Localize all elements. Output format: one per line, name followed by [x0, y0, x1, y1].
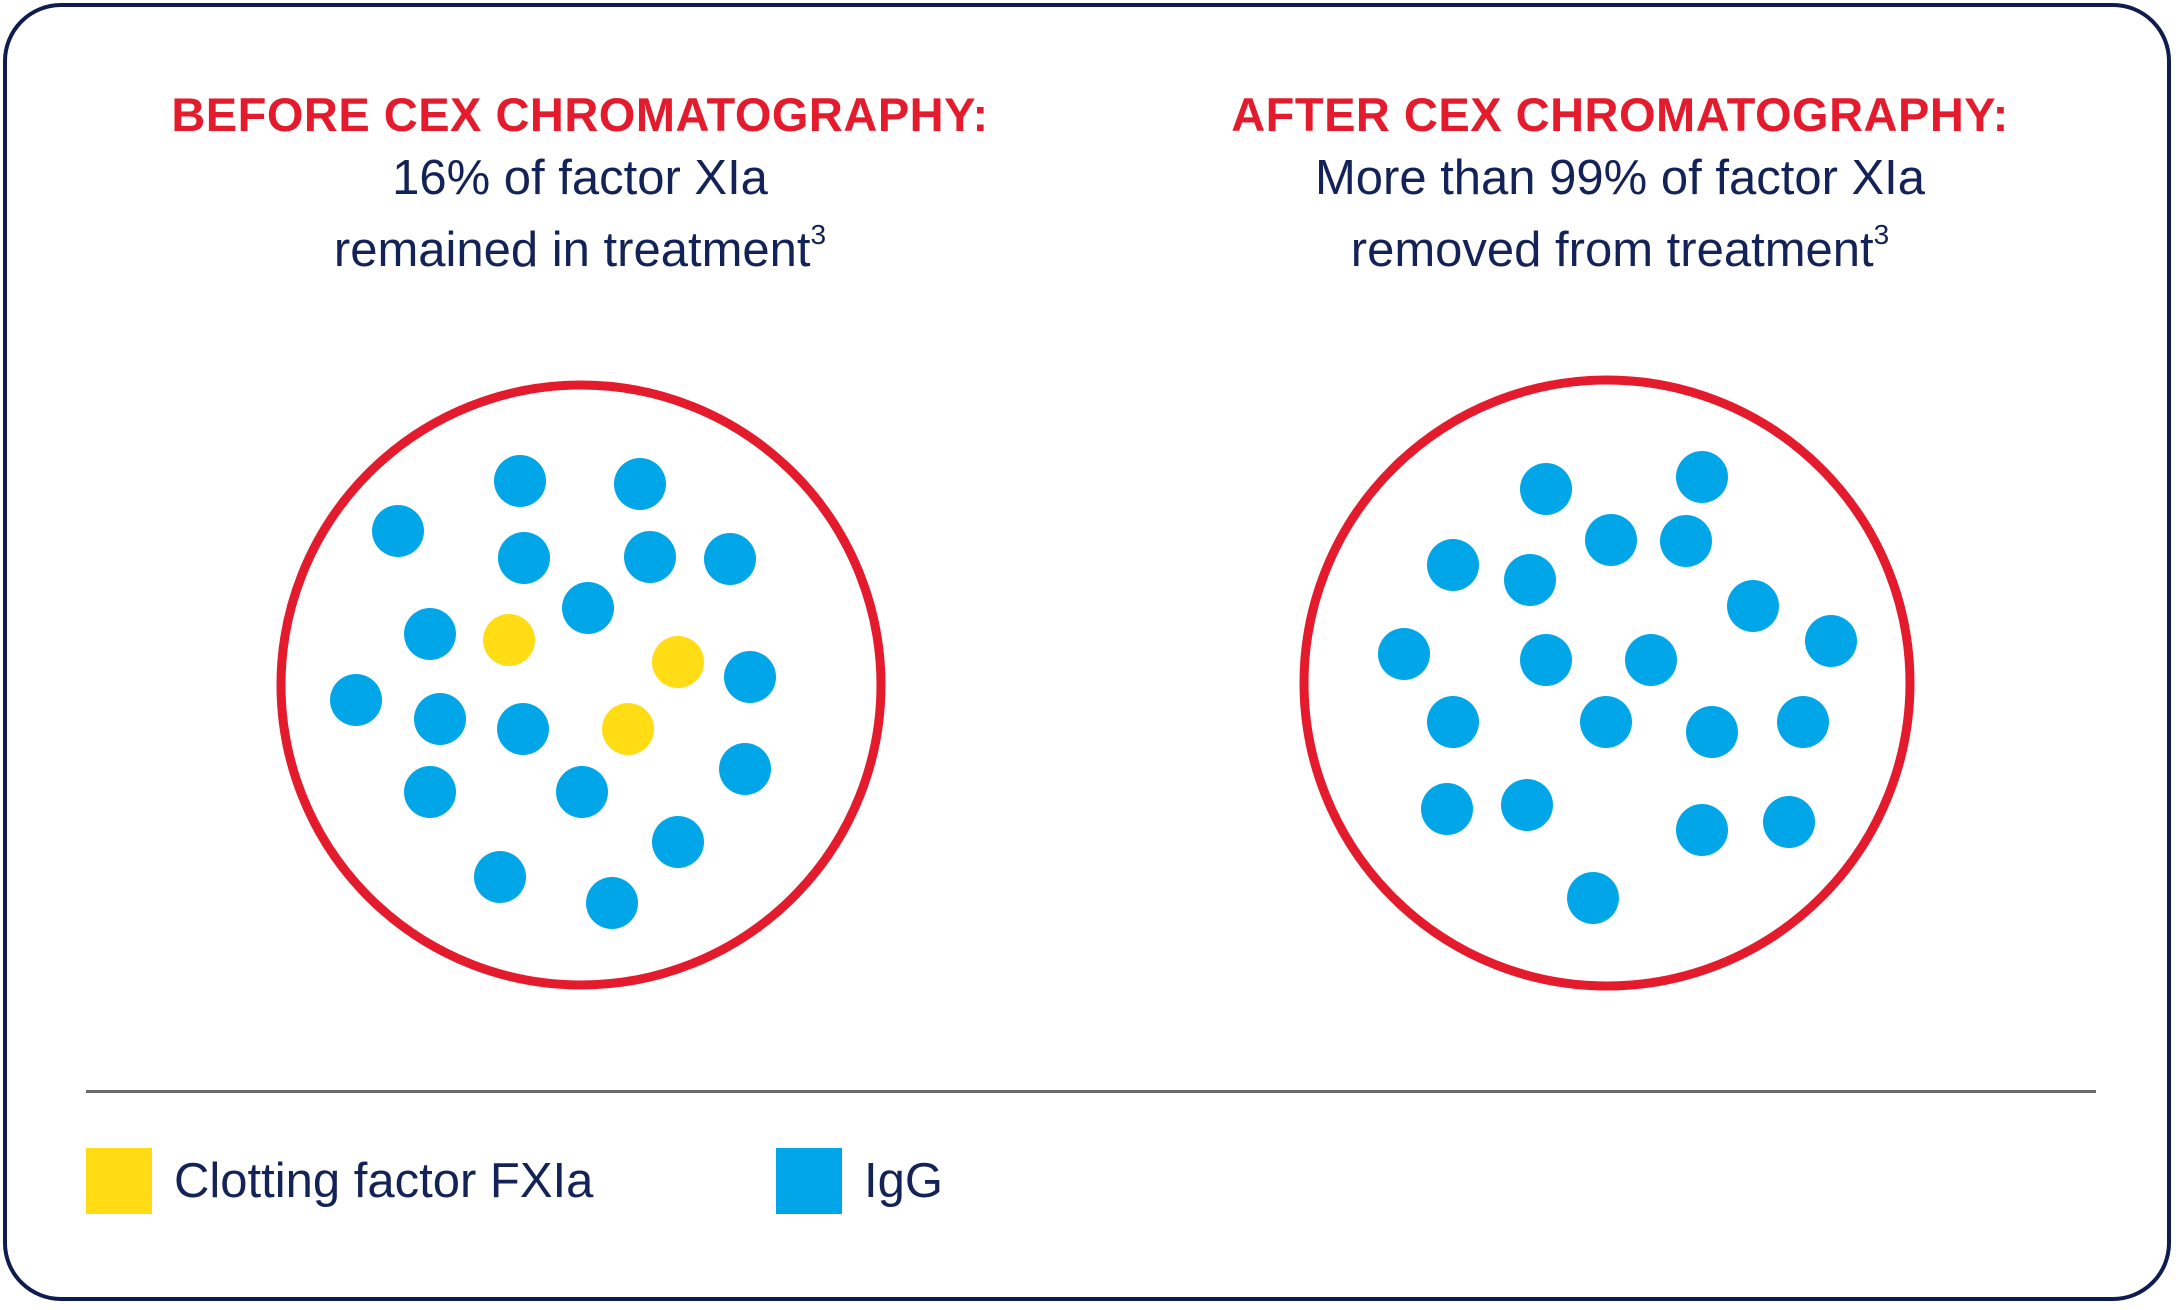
before-fxia-particle-9	[483, 614, 535, 666]
before-igg-particle-7	[562, 582, 614, 634]
after-igg-particle-2	[1676, 451, 1728, 503]
before-line-1: 16% of factor XIa	[392, 151, 768, 205]
after-sample-circle-group	[1299, 375, 1915, 991]
before-igg-particle-14	[497, 703, 549, 755]
after-igg-particle-10	[1625, 634, 1677, 686]
after-line-2: removed from treatment3	[1120, 214, 2120, 286]
igg-swatch	[776, 1148, 842, 1214]
after-igg-particle-13	[1580, 696, 1632, 748]
after-igg-particle-19	[1763, 796, 1815, 848]
before-sample-circle-group	[276, 380, 886, 990]
after-igg-particle-20	[1567, 872, 1619, 924]
fxia-swatch	[86, 1148, 152, 1214]
after-igg-particle-1	[1520, 463, 1572, 515]
after-igg-particle-8	[1378, 628, 1430, 680]
before-igg-particle-2	[614, 458, 666, 510]
before-igg-particle-20	[474, 851, 526, 903]
before-panel-header: BEFORE CEX CHROMATOGRAPHY: 16% of factor…	[80, 88, 1080, 286]
legend-divider	[86, 1090, 2096, 1093]
after-igg-particle-3	[1585, 514, 1637, 566]
after-igg-particle-17	[1501, 779, 1553, 831]
legend-item-igg: IgG	[776, 1148, 943, 1214]
before-line-2: remained in treatment3	[80, 214, 1080, 286]
before-igg-particle-13	[414, 693, 466, 745]
after-igg-particle-12	[1427, 696, 1479, 748]
before-igg-particle-1	[494, 455, 546, 507]
before-fxia-particle-15	[602, 703, 654, 755]
after-igg-particle-7	[1727, 580, 1779, 632]
before-igg-particle-17	[404, 766, 456, 818]
before-igg-particle-3	[372, 505, 424, 557]
after-heading: AFTER CEX CHROMATOGRAPHY:	[1231, 88, 2009, 141]
after-footnote-ref: 3	[1873, 219, 1890, 250]
after-igg-particle-14	[1686, 706, 1738, 758]
after-igg-particle-9	[1520, 634, 1572, 686]
after-line-1: More than 99% of factor XIa	[1314, 151, 1926, 205]
after-igg-particle-16	[1421, 783, 1473, 835]
before-igg-particle-6	[704, 533, 756, 585]
before-igg-particle-8	[404, 608, 456, 660]
before-igg-particle-11	[724, 651, 776, 703]
fxia-legend-label: Clotting factor FXIa	[174, 1154, 594, 1208]
legend-item-fxia: Clotting factor FXIa	[86, 1148, 593, 1214]
after-igg-particle-18	[1676, 804, 1728, 856]
before-igg-particle-21	[586, 877, 638, 929]
before-description: 16% of factor XIa remained in treatment3	[80, 142, 1080, 286]
after-line-2-text: removed from treatment	[1350, 223, 1874, 277]
after-description: More than 99% of factor XIa removed from…	[1120, 142, 2120, 286]
after-panel-header: AFTER CEX CHROMATOGRAPHY: More than 99% …	[1120, 88, 2120, 286]
before-igg-particle-18	[556, 766, 608, 818]
after-igg-particle-15	[1777, 696, 1829, 748]
after-igg-particle-11	[1805, 615, 1857, 667]
igg-legend-label: IgG	[864, 1154, 943, 1208]
before-footnote-ref: 3	[810, 219, 827, 250]
before-line-2-text: remained in treatment	[333, 223, 811, 277]
after-igg-particle-4	[1660, 515, 1712, 567]
before-igg-particle-4	[498, 532, 550, 584]
after-igg-particle-5	[1427, 539, 1479, 591]
before-igg-particle-19	[652, 816, 704, 868]
after-igg-particle-6	[1504, 554, 1556, 606]
after-sample-ring	[1299, 375, 1915, 991]
before-fxia-particle-10	[652, 636, 704, 688]
before-sample-ring	[276, 380, 886, 990]
before-igg-particle-12	[330, 674, 382, 726]
before-heading: BEFORE CEX CHROMATOGRAPHY:	[171, 88, 989, 141]
before-igg-particle-5	[624, 531, 676, 583]
before-igg-particle-16	[719, 743, 771, 795]
